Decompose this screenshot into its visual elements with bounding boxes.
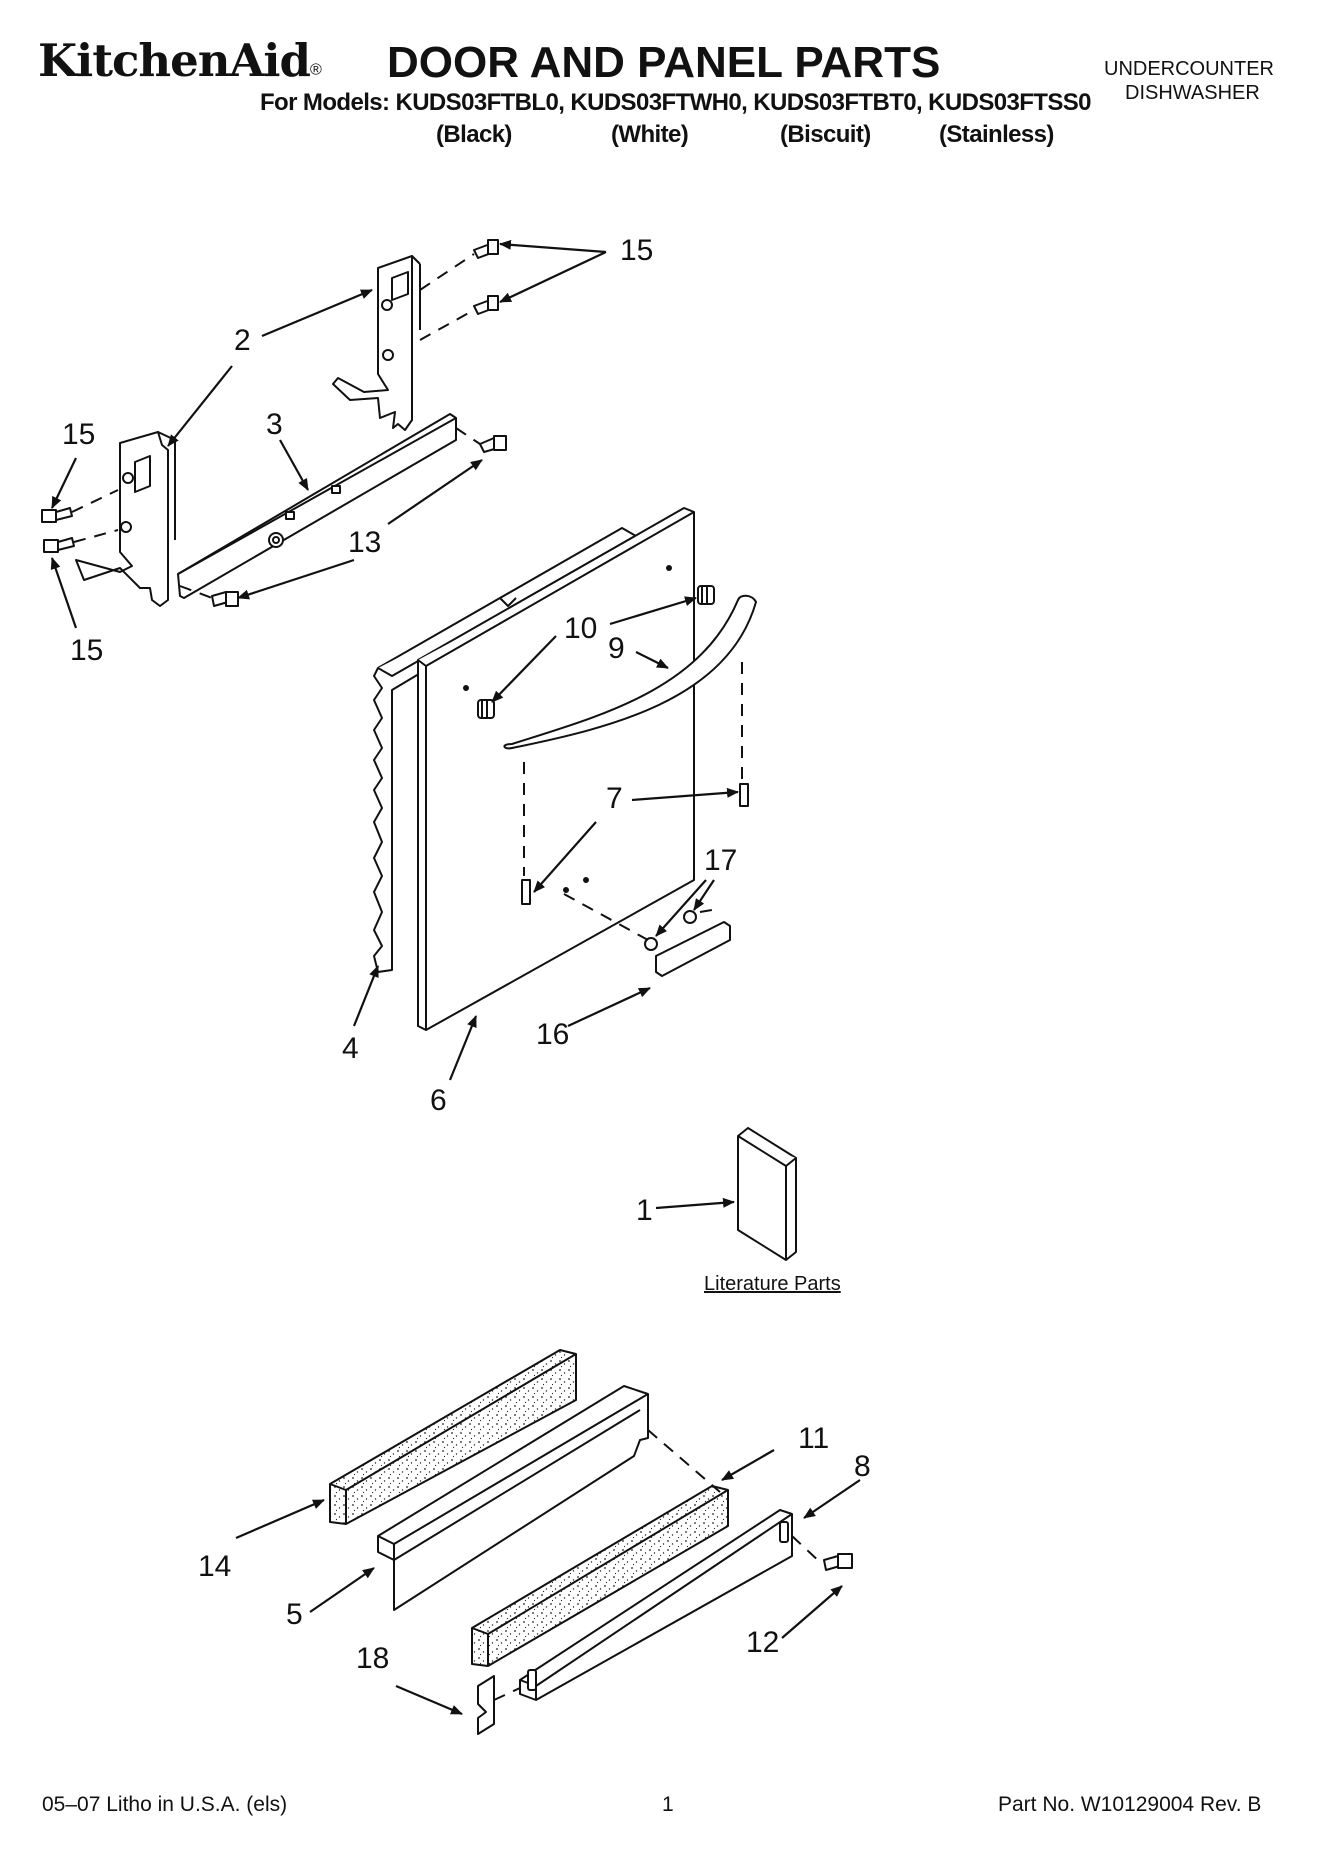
part-17-nut-left xyxy=(644,937,658,951)
screw-13-right xyxy=(479,435,507,453)
screw-15-left-b xyxy=(43,537,75,553)
leader-13-right xyxy=(387,459,483,525)
color-white: (White) xyxy=(611,121,689,148)
part-9-door-handle xyxy=(503,594,757,750)
leader-arrows xyxy=(50,239,861,1716)
part-1-literature-booklet xyxy=(737,1127,797,1261)
leader-4 xyxy=(352,965,380,1027)
leader-7-right xyxy=(631,787,739,802)
part-12-screw xyxy=(823,1553,853,1571)
footer-part-number: Part No. W10129004 Rev. B xyxy=(998,1793,1262,1816)
leader-5 xyxy=(309,1567,375,1613)
part-7-stud-right xyxy=(739,783,749,807)
leader-2-left xyxy=(167,365,233,447)
callout-4: 4 xyxy=(342,1032,359,1065)
callout-3: 3 xyxy=(266,408,283,441)
leader-15-left-bottom xyxy=(50,557,78,629)
leader-17-left xyxy=(655,879,707,937)
callout-8: 8 xyxy=(854,1450,871,1483)
leader-16 xyxy=(567,987,651,1027)
leader-15-top-a xyxy=(499,239,607,254)
callout-15-left-top: 15 xyxy=(62,418,96,451)
registered-mark: ® xyxy=(309,61,322,79)
screw-13-left xyxy=(211,591,239,607)
callout-13: 13 xyxy=(348,526,382,559)
leader-11 xyxy=(721,1449,775,1481)
leader-17-right xyxy=(693,879,715,911)
part-3-cross-rail xyxy=(177,413,457,599)
screw-15-top-a xyxy=(473,239,499,259)
part-10-handle-spacer-right xyxy=(697,585,715,605)
callout-7: 7 xyxy=(606,782,623,815)
color-stainless: (Stainless) xyxy=(939,121,1054,148)
panel-holes xyxy=(463,565,672,893)
callout-18: 18 xyxy=(356,1642,390,1675)
footer-litho: 05–07 Litho in U.S.A. (els) xyxy=(42,1793,288,1816)
part-6-outer-door-panel xyxy=(417,507,695,1031)
callout-1: 1 xyxy=(636,1194,653,1227)
leader-3 xyxy=(279,439,309,491)
alignment-lines xyxy=(71,253,823,1701)
leader-6 xyxy=(448,1015,478,1081)
callout-15-top: 15 xyxy=(620,234,654,267)
leader-8 xyxy=(803,1479,861,1519)
leader-12 xyxy=(781,1585,843,1639)
callout-2: 2 xyxy=(234,324,251,357)
callout-5: 5 xyxy=(286,1598,303,1631)
part-2-mounting-bracket-left xyxy=(75,431,176,607)
part-10-handle-spacer-left xyxy=(477,699,495,719)
callout-9: 9 xyxy=(608,632,625,665)
part-14-upper-insulation-strip xyxy=(329,1349,577,1525)
part-5-toe-panel xyxy=(377,1385,649,1611)
callout-14: 14 xyxy=(198,1550,232,1583)
models-line: For Models: KUDS03FTBL0, KUDS03FTWH0, KU… xyxy=(260,89,1092,116)
literature-parts-label: Literature Parts xyxy=(704,1273,841,1295)
part-16-trim-piece xyxy=(655,921,731,977)
leader-2-right xyxy=(261,288,373,338)
part-17-nut-right xyxy=(683,910,697,924)
callout-11: 11 xyxy=(798,1422,830,1455)
part-2-mounting-bracket-right xyxy=(332,255,421,431)
page-title: DOOR AND PANEL PARTS xyxy=(387,38,941,87)
part-18-clip xyxy=(477,1675,495,1735)
brand-logo: KitchenAid® xyxy=(38,34,322,87)
leader-15-left-top xyxy=(51,457,77,509)
product-type-line1: UNDERCOUNTER xyxy=(1104,58,1274,80)
part-7-stud-left xyxy=(521,879,531,905)
leader-10-left xyxy=(491,635,557,703)
leader-13-left xyxy=(237,558,355,600)
callout-16: 16 xyxy=(536,1018,570,1051)
leader-10-right xyxy=(609,596,697,626)
brand-name: KitchenAid xyxy=(38,34,311,87)
color-black: (Black) xyxy=(436,121,512,148)
leader-15-top-b xyxy=(499,251,607,303)
color-biscuit: (Biscuit) xyxy=(780,121,871,148)
screw-15-left-a xyxy=(41,507,73,523)
callout-6: 6 xyxy=(430,1084,447,1117)
footer-page-number: 1 xyxy=(662,1793,674,1816)
leader-7-left xyxy=(533,821,597,893)
leader-1 xyxy=(655,1197,735,1210)
leader-14 xyxy=(235,1498,325,1540)
part-8-kick-plate xyxy=(519,1509,793,1701)
leader-18 xyxy=(395,1684,463,1716)
callout-10: 10 xyxy=(564,612,598,645)
callout-15-left-bottom: 15 xyxy=(70,634,104,667)
screw-15-top-b xyxy=(473,295,499,315)
callout-12: 12 xyxy=(746,1626,780,1659)
product-type-line2: DISHWASHER xyxy=(1125,82,1260,104)
leader-9 xyxy=(635,651,669,669)
callout-17: 17 xyxy=(704,844,738,877)
